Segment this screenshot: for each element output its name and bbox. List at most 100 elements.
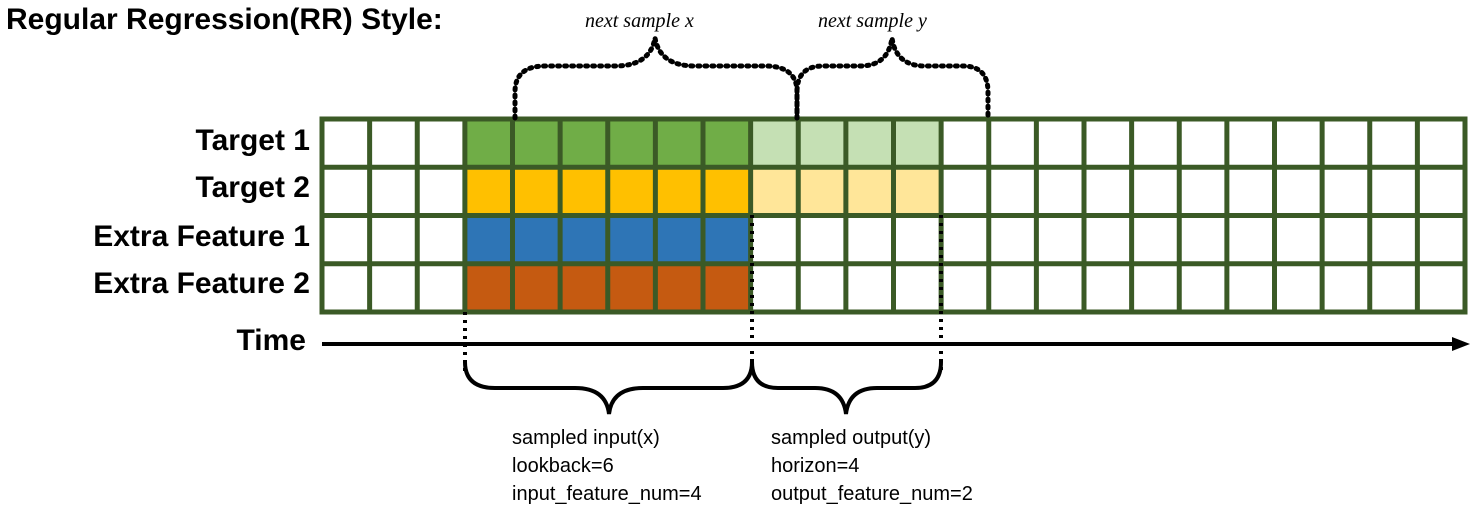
grid-cell-empty bbox=[322, 263, 370, 312]
grid-cell-empty bbox=[1179, 263, 1227, 312]
grid-cell-empty bbox=[1274, 263, 1323, 312]
grid-cell-input bbox=[655, 167, 703, 216]
grid-cell-empty bbox=[1226, 119, 1275, 168]
grid-cell-empty bbox=[417, 263, 465, 312]
grid-cell-input bbox=[560, 119, 608, 168]
grid-cell-input bbox=[703, 167, 751, 216]
grid-cell-input bbox=[703, 215, 751, 264]
grid-cell-empty bbox=[988, 215, 1037, 264]
grid-cell-empty bbox=[1226, 167, 1275, 216]
grid-cell-empty bbox=[1036, 215, 1084, 264]
grid-cell-empty bbox=[1036, 263, 1084, 312]
grid-cell-output bbox=[893, 119, 942, 168]
input-desc-line-3: input_feature_num=4 bbox=[512, 483, 702, 505]
grid-cell-empty bbox=[1417, 215, 1465, 264]
grid-cell-empty bbox=[1322, 215, 1370, 264]
output-brace bbox=[750, 361, 943, 415]
grid-cell-input bbox=[560, 215, 608, 264]
grid-cell-empty bbox=[1179, 215, 1227, 264]
grid-cell-input bbox=[607, 263, 656, 312]
grid-cell-empty bbox=[322, 215, 370, 264]
grid-cell-empty bbox=[369, 119, 418, 168]
output-desc-line-2: horizon=4 bbox=[771, 455, 860, 477]
grid-cell-empty bbox=[1369, 167, 1418, 216]
grid-cell-empty bbox=[322, 119, 370, 168]
grid-cell-empty bbox=[845, 215, 894, 264]
grid-cell-empty bbox=[988, 263, 1037, 312]
grid-cell-empty bbox=[1322, 119, 1370, 168]
next-sample-x-label: next sample x bbox=[585, 10, 694, 32]
grid-cell-empty bbox=[1084, 215, 1132, 264]
grid-cell-empty bbox=[1131, 119, 1180, 168]
grid-cell-empty bbox=[1417, 263, 1465, 312]
grid-cell-empty bbox=[417, 167, 465, 216]
output-desc-line-3: output_feature_num=2 bbox=[771, 483, 973, 505]
grid-cell-empty bbox=[1036, 167, 1084, 216]
input-desc-line-1: sampled input(x) bbox=[512, 427, 660, 449]
grid-cell-empty bbox=[1179, 167, 1227, 216]
grid-cell-empty bbox=[1274, 215, 1323, 264]
grid-cell-input bbox=[655, 119, 703, 168]
grid-cell-input bbox=[703, 119, 751, 168]
grid-cell-empty bbox=[1226, 215, 1275, 264]
grid-cell-empty bbox=[798, 263, 846, 312]
grid-cell-empty bbox=[369, 167, 418, 216]
grid-cell-empty bbox=[322, 167, 370, 216]
grid-cell-output bbox=[750, 167, 799, 216]
grid-cell-empty bbox=[1179, 119, 1227, 168]
grid-cell-input bbox=[607, 119, 656, 168]
grid-lines bbox=[319, 116, 1468, 315]
grid-cell-empty bbox=[1131, 263, 1180, 312]
time-label: Time bbox=[236, 324, 306, 357]
next-sample-y-label: next sample y bbox=[818, 10, 927, 32]
grid-cell-input bbox=[512, 119, 561, 168]
diagram-title: Regular Regression(RR) Style: bbox=[6, 3, 443, 36]
grid-cell-empty bbox=[1274, 119, 1323, 168]
grid-cell-input bbox=[512, 263, 561, 312]
row-label-extra-feature-1: Extra Feature 1 bbox=[93, 220, 310, 253]
grid-cell-empty bbox=[1274, 167, 1323, 216]
grid-cell-empty bbox=[1226, 263, 1275, 312]
grid-cell-empty bbox=[941, 263, 989, 312]
grid-cell-empty bbox=[417, 215, 465, 264]
grid-cell-input bbox=[560, 167, 608, 216]
grid-cell-input bbox=[655, 215, 703, 264]
grid-cell-input bbox=[512, 215, 561, 264]
grid-cell-input bbox=[607, 167, 656, 216]
grid-cell-empty bbox=[798, 215, 846, 264]
grid-cell-empty bbox=[1369, 263, 1418, 312]
grid-cell-input bbox=[655, 263, 703, 312]
grid-cell-empty bbox=[1084, 167, 1132, 216]
grid-cell-input bbox=[464, 167, 513, 216]
grid-cell-empty bbox=[1322, 167, 1370, 216]
grid-cell-empty bbox=[893, 263, 942, 312]
grid-cell-empty bbox=[750, 215, 799, 264]
input-description: sampled input(x) lookback=6 input_featur… bbox=[512, 424, 702, 508]
grid-cell-input bbox=[703, 263, 751, 312]
grid-cell-empty bbox=[1417, 167, 1465, 216]
grid-cell-empty bbox=[369, 215, 418, 264]
input-brace bbox=[463, 361, 754, 415]
grid-cell-input bbox=[464, 263, 513, 312]
grid-cell-empty bbox=[417, 119, 465, 168]
grid-cell-input bbox=[512, 167, 561, 216]
grid-cell-empty bbox=[941, 167, 989, 216]
grid-cell-empty bbox=[988, 167, 1037, 216]
grid-cell-empty bbox=[988, 119, 1037, 168]
grid-cell-empty bbox=[845, 263, 894, 312]
output-desc-line-1: sampled output(y) bbox=[771, 427, 932, 449]
next-sample-y-brace bbox=[794, 37, 991, 121]
grid-cell-input bbox=[464, 215, 513, 264]
grid-cell-empty bbox=[1036, 119, 1084, 168]
grid-cell-empty bbox=[1084, 119, 1132, 168]
grid-cell-input bbox=[560, 263, 608, 312]
row-label-extra-feature-2: Extra Feature 2 bbox=[93, 267, 310, 300]
grid-cell-output bbox=[893, 167, 942, 216]
grid-cell-output bbox=[750, 119, 799, 168]
grid-cell-empty bbox=[1131, 167, 1180, 216]
grid-cell-empty bbox=[941, 215, 989, 264]
time-feature-grid bbox=[322, 119, 1465, 312]
time-arrow-head bbox=[1452, 337, 1470, 351]
grid-cell-empty bbox=[750, 263, 799, 312]
